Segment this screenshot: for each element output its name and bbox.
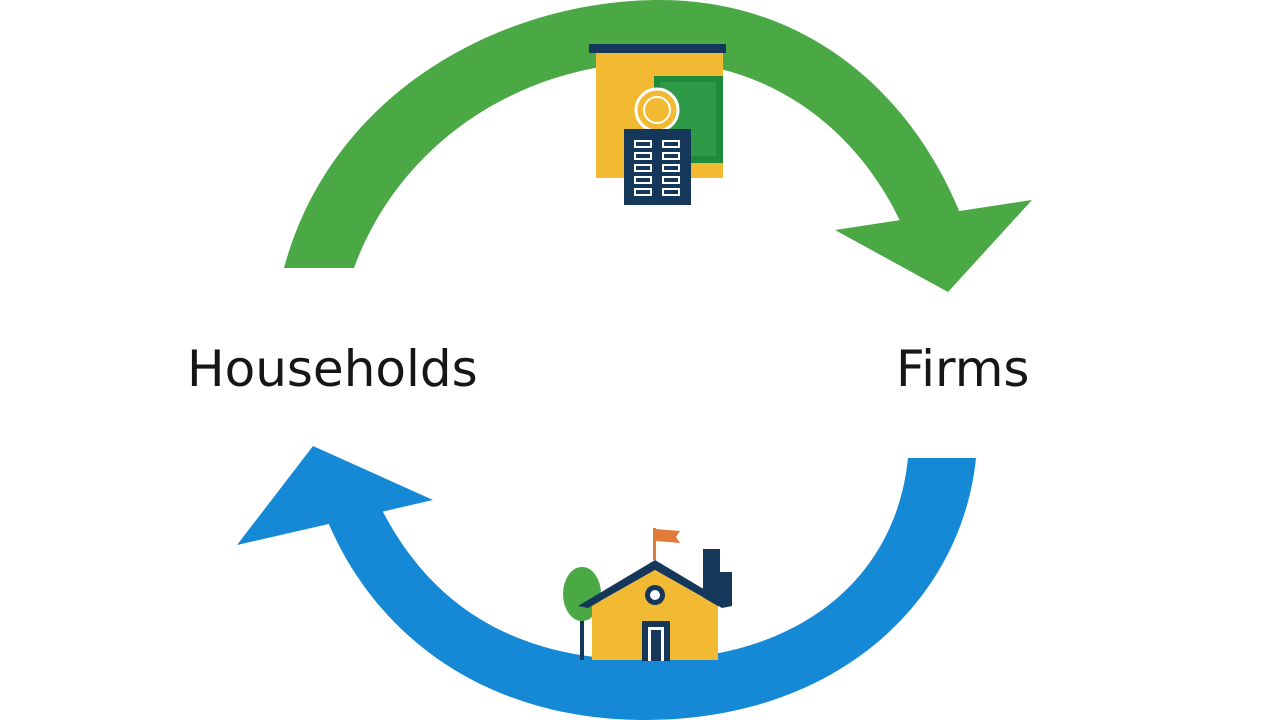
bottom-arrow-head bbox=[237, 446, 433, 545]
bottom-arrow-band bbox=[328, 458, 976, 720]
top-arrow-head bbox=[835, 200, 1032, 292]
bank-money-icon bbox=[589, 44, 726, 205]
bottom-flow-arrow bbox=[237, 446, 976, 720]
households-label: Households bbox=[187, 340, 478, 398]
top-arrow-band bbox=[284, 0, 960, 268]
firms-label: Firms bbox=[896, 340, 1030, 398]
top-flow-arrow bbox=[284, 0, 1032, 292]
house-icon bbox=[563, 528, 732, 661]
